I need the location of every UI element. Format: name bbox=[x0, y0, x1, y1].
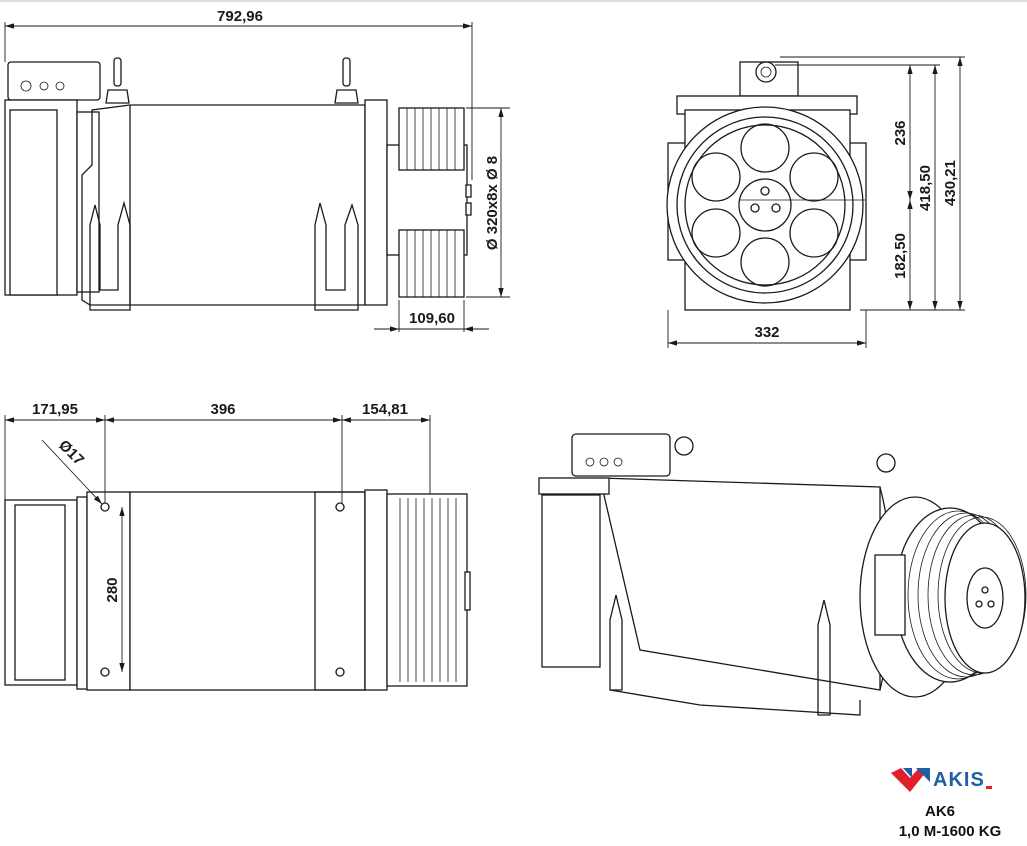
dim-sheave-width: 109,60 bbox=[409, 310, 455, 327]
dim-right-offset: 154,81 bbox=[362, 401, 408, 418]
dim-sheave-spec: Ø 320x8x Ø 8 bbox=[484, 156, 501, 250]
junction-box bbox=[7, 61, 101, 101]
dim-total-height: 430,21 bbox=[942, 160, 959, 206]
model-spec: 1,0 M-1600 KG bbox=[898, 823, 1002, 840]
traction-sheave bbox=[386, 493, 468, 687]
junction-box bbox=[739, 61, 799, 97]
dim-upper-height: 236 bbox=[892, 120, 909, 145]
dim-hole-diameter: Ø17 bbox=[55, 437, 87, 469]
brake-flange bbox=[364, 99, 388, 306]
dim-axis-height: 418,50 bbox=[917, 165, 934, 211]
dim-width: 332 bbox=[754, 324, 779, 341]
svg-text:AKIS: AKIS bbox=[933, 769, 985, 791]
dim-hole-width: 280 bbox=[104, 577, 121, 602]
isometric-view bbox=[538, 433, 1027, 716]
junction-box bbox=[571, 433, 671, 477]
dim-hole-spacing: 396 bbox=[210, 401, 235, 418]
front-view: 332 236 182,50 418,50 430,21 bbox=[666, 56, 965, 348]
dim-lower-height: 182,50 bbox=[892, 233, 909, 279]
dim-overall-length: 792,96 bbox=[217, 8, 263, 25]
akis-logo: AKIS bbox=[891, 768, 992, 792]
sheave-spokes bbox=[691, 123, 839, 287]
top-border bbox=[0, 0, 1027, 2]
top-view: 171,95 396 154,81 Ø17 280 bbox=[4, 401, 471, 691]
model-name: AK6 bbox=[924, 803, 955, 820]
dim-left-offset: 171,95 bbox=[32, 401, 78, 418]
side-view: 792,96 Ø 320x8x Ø 8 109,60 bbox=[4, 8, 510, 332]
traction-sheave bbox=[398, 107, 465, 298]
